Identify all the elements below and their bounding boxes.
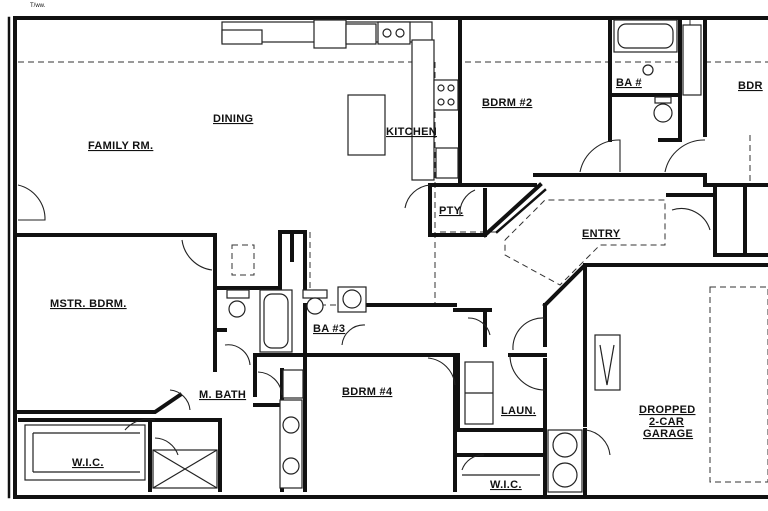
label-laun: LAUN. bbox=[501, 405, 536, 417]
room-labels: FAMILY RM. DINING KITCHEN PTY. BDRM #2 B… bbox=[30, 3, 763, 491]
label-wic-right: W.I.C. bbox=[490, 479, 522, 491]
label-bdrm4: BDRM #4 bbox=[342, 386, 393, 398]
label-wic-left: W.I.C. bbox=[72, 457, 104, 469]
label-m-bath: M. BATH bbox=[199, 389, 246, 401]
door-swings bbox=[17, 139, 711, 471]
laundry-garage-fixtures bbox=[462, 334, 621, 493]
label-kitchen: KITCHEN bbox=[386, 126, 437, 138]
exterior-walls bbox=[7, 16, 768, 499]
interior-walls bbox=[13, 16, 768, 499]
label-ba2: BA # bbox=[616, 77, 642, 89]
label-garage-3: GARAGE bbox=[643, 428, 693, 440]
label-mstr-bdrm: MSTR. BDRM. bbox=[50, 298, 127, 310]
kitchen-island bbox=[347, 94, 386, 156]
label-bdr-partial: BDR bbox=[738, 80, 763, 92]
label-family-rm: FAMILY RM. bbox=[88, 140, 153, 152]
label-garage-1: DROPPED bbox=[639, 404, 696, 416]
label-entry: ENTRY bbox=[582, 228, 621, 240]
label-bdrm2: BDRM #2 bbox=[482, 97, 532, 109]
label-ba3: BA #3 bbox=[313, 323, 345, 335]
label-dining: DINING bbox=[213, 113, 253, 125]
label-garage-2: 2-CAR bbox=[649, 416, 684, 428]
kitchen-cabinets bbox=[221, 19, 459, 181]
label-pty: PTY. bbox=[439, 205, 463, 217]
bath-fixtures bbox=[24, 19, 702, 489]
corner-mark: T/ww. bbox=[30, 3, 46, 9]
